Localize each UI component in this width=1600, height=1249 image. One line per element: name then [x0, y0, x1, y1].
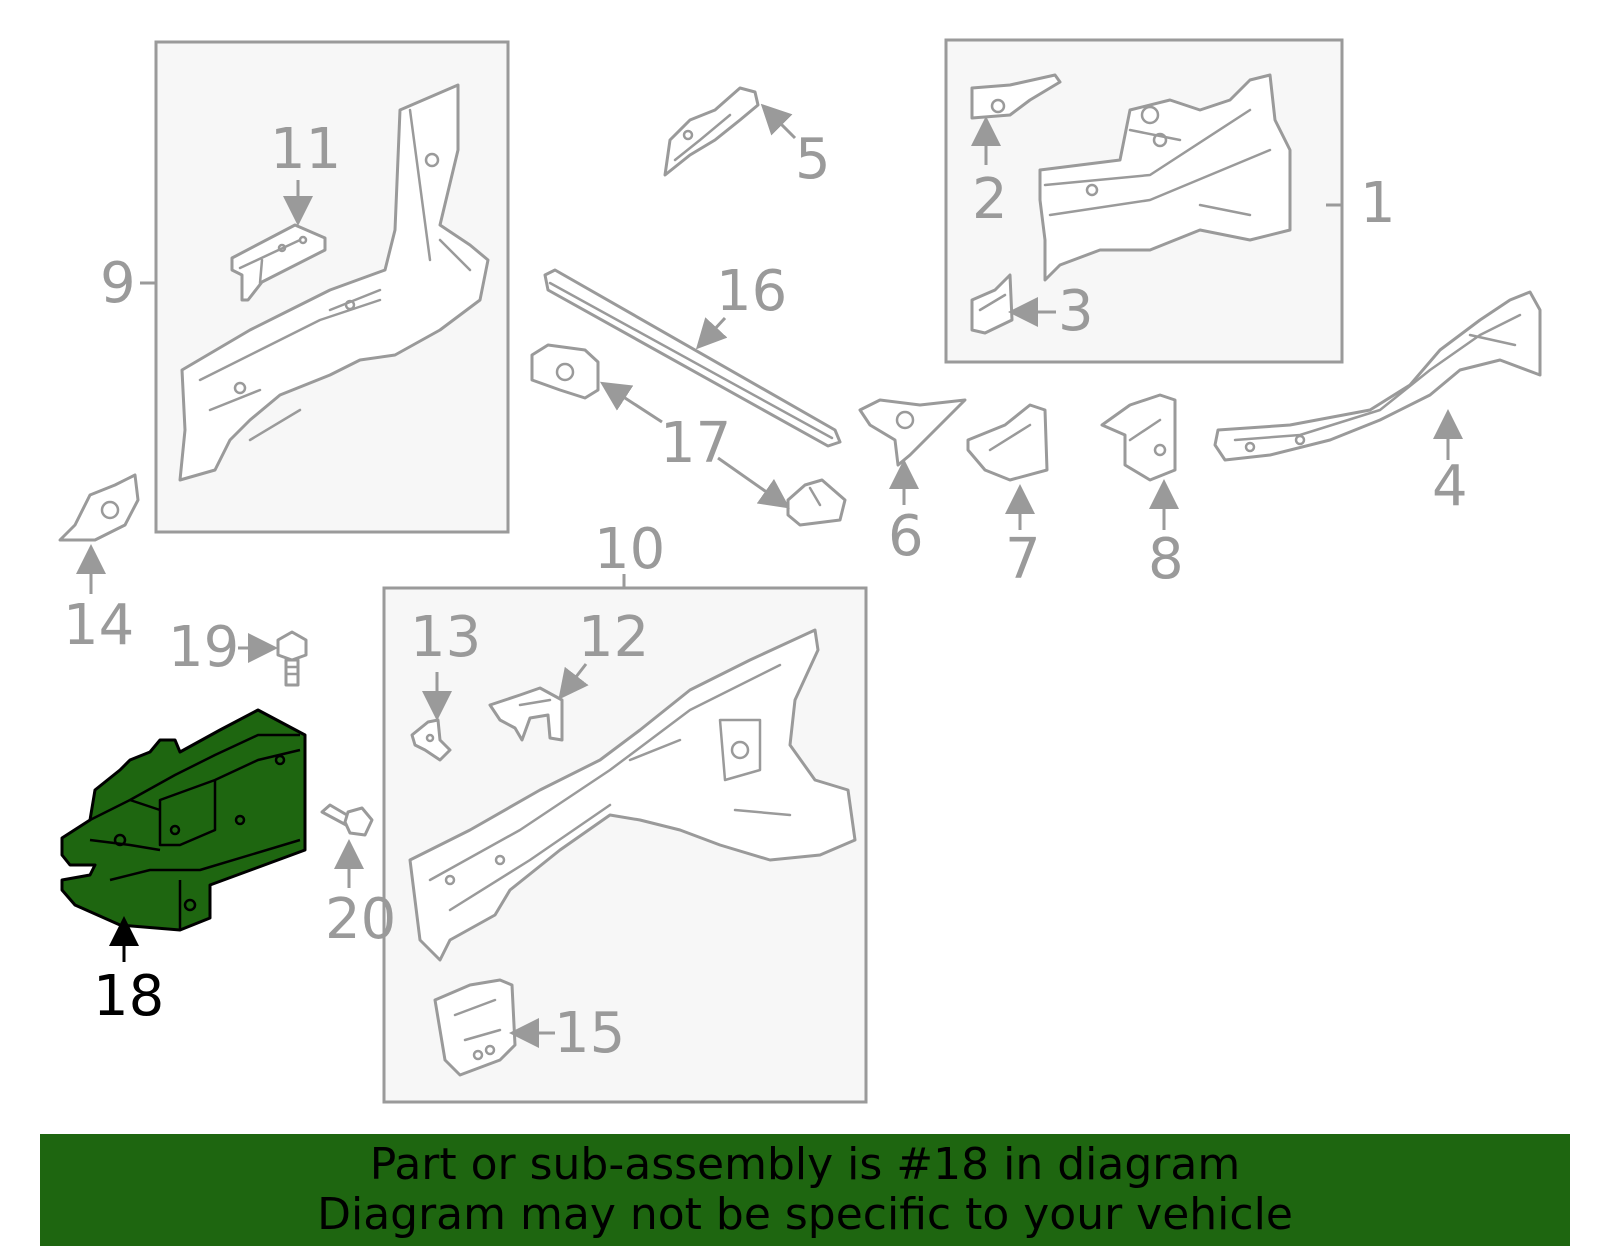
leader-12	[558, 663, 589, 700]
part-16-bar	[543, 268, 842, 448]
leader-5	[760, 103, 797, 140]
part-7-bracket	[966, 403, 1049, 482]
part-19-bolt	[276, 630, 308, 687]
callout-18: 18	[93, 964, 164, 1029]
callout-2: 2	[972, 167, 1008, 232]
callout-17: 17	[660, 411, 731, 476]
part-20-bolt	[320, 803, 374, 837]
callout-12: 12	[578, 605, 649, 670]
part-11-bracket	[230, 223, 327, 302]
banner-line-1: Part or sub-assembly is #18 in diagram	[369, 1139, 1241, 1190]
info-banner: Part or sub-assembly is #18 in diagram D…	[40, 1134, 1570, 1246]
leader-17b	[717, 456, 790, 509]
part-6-bracket	[858, 398, 967, 467]
part-15-bracket	[433, 978, 517, 1077]
banner-line-2: Diagram may not be specific to your vehi…	[317, 1189, 1293, 1240]
callout-9: 9	[100, 251, 136, 316]
callout-10: 10	[594, 517, 665, 582]
part-9-apron	[178, 83, 490, 482]
leader-16	[695, 316, 728, 350]
callout-14: 14	[63, 593, 134, 658]
callout-8: 8	[1148, 527, 1184, 592]
part-13-bracket	[410, 718, 452, 762]
callout-7: 7	[1005, 527, 1041, 592]
callout-5: 5	[795, 127, 831, 192]
part-18-highlighted	[60, 708, 307, 932]
part-17-brackets	[530, 343, 847, 527]
part-5-bracket	[663, 86, 760, 177]
part-14-bracket	[58, 473, 140, 542]
part-10-apron	[408, 628, 857, 962]
callout-11: 11	[270, 117, 341, 182]
callout-16: 16	[716, 259, 787, 324]
callout-20: 20	[325, 887, 396, 952]
callout-4: 4	[1432, 454, 1468, 519]
part-4-rail	[1213, 290, 1542, 462]
part-8-bracket	[1100, 393, 1177, 482]
callout-1: 1	[1360, 171, 1396, 236]
callout-3: 3	[1058, 279, 1094, 344]
leader-17a	[599, 381, 663, 424]
callout-15: 15	[554, 1001, 625, 1066]
callout-6: 6	[888, 504, 924, 569]
callout-19: 19	[168, 615, 239, 680]
part-1-assembly	[1038, 73, 1292, 282]
callout-13: 13	[410, 605, 481, 670]
part-12-bracket	[488, 686, 564, 742]
